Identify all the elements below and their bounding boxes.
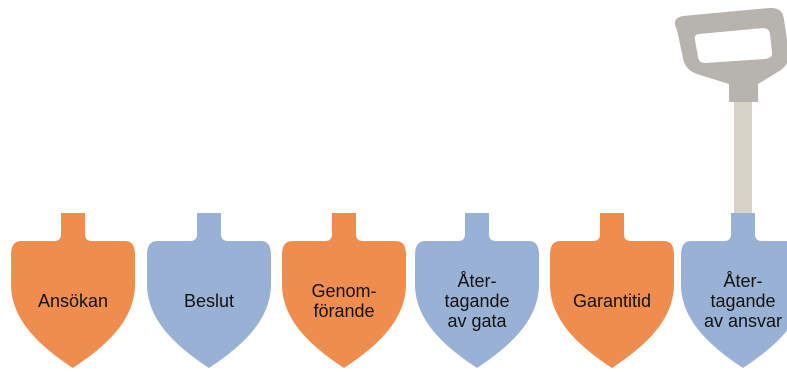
step-label-line: av gata bbox=[447, 311, 507, 331]
step-label-line: av ansvar bbox=[704, 311, 782, 331]
shovel-shaft bbox=[734, 100, 752, 214]
shovel-blade bbox=[415, 213, 539, 368]
step-label-line: Åter- bbox=[457, 271, 496, 291]
shovel-grip bbox=[675, 7, 787, 102]
step-label-line: tagande bbox=[710, 291, 775, 311]
shovel-blade bbox=[282, 213, 406, 368]
step-label-line: Åter- bbox=[723, 271, 762, 291]
step-label-line: Garantitid bbox=[573, 291, 651, 311]
step-label-line: Beslut bbox=[184, 291, 234, 311]
process-step: Garantitid bbox=[550, 213, 674, 368]
step-label-line: förande bbox=[313, 301, 374, 321]
process-step: Genom-förande bbox=[282, 213, 406, 368]
shovel-blade bbox=[550, 213, 674, 368]
step-label-line: Genom- bbox=[311, 281, 376, 301]
step-label-line: Ansökan bbox=[38, 291, 108, 311]
shovel-blade bbox=[147, 213, 271, 368]
process-step: Ansökan bbox=[11, 213, 135, 368]
step-label-line: tagande bbox=[444, 291, 509, 311]
shovel-blade bbox=[681, 213, 787, 368]
process-step: Beslut bbox=[147, 213, 271, 368]
shovel-handle bbox=[675, 7, 787, 214]
shovel-blade bbox=[11, 213, 135, 368]
